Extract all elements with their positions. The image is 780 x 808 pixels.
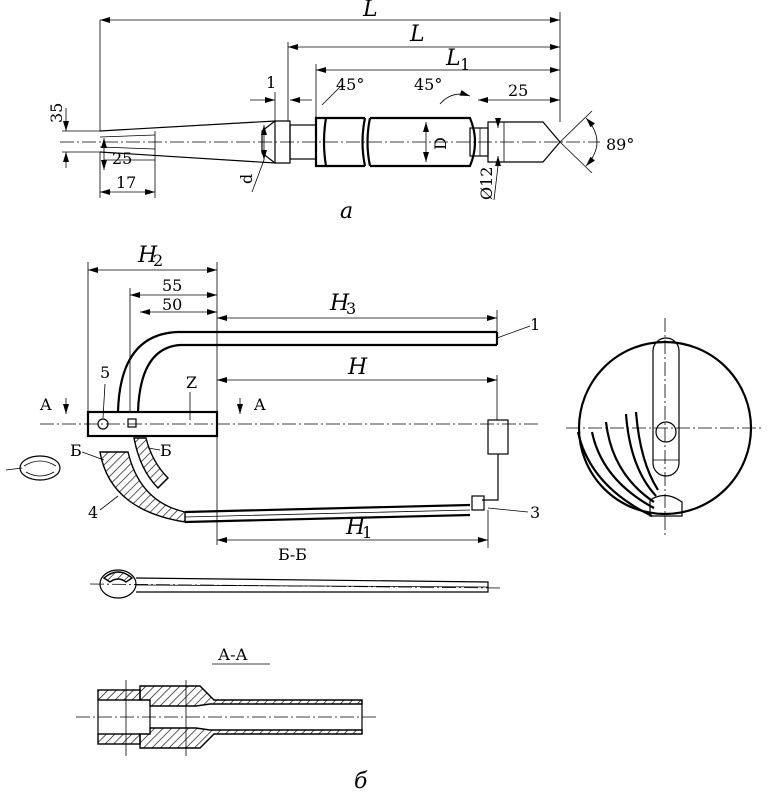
label-B-right: Б <box>160 441 172 460</box>
figure-b-apparatus: H 2 55 50 H 3 1 5 Z A A <box>6 243 540 794</box>
label-angle-45-left: 45° <box>336 75 364 94</box>
label-Z: Z <box>186 373 197 392</box>
label-dim-17: 17 <box>116 173 136 192</box>
label-L1-subscript: 1 <box>460 55 470 74</box>
label-A-right: A <box>253 395 266 414</box>
label-L-top: L <box>362 0 378 22</box>
label-H: H <box>347 355 368 380</box>
label-A-left: A <box>39 395 52 414</box>
label-dim-d: d <box>237 174 256 184</box>
label-L1: L <box>445 46 461 71</box>
label-item-4: 4 <box>88 503 98 522</box>
label-dim-25-left: 25 <box>112 149 132 168</box>
label-B-left: Б <box>70 441 82 460</box>
side-view <box>566 318 764 538</box>
label-L-mid: L <box>409 22 425 47</box>
label-H3-subscript: 3 <box>346 299 356 318</box>
label-dim-1: 1 <box>266 73 276 92</box>
label-item-1: 1 <box>530 315 540 334</box>
label-dim-50: 50 <box>162 295 182 314</box>
label-section-BB: Б-Б <box>278 545 307 564</box>
label-section-AA: А-А <box>218 645 248 664</box>
label-dim-55: 55 <box>162 276 182 295</box>
label-item-3: 3 <box>530 503 540 522</box>
figure-b-caption: б <box>354 769 368 794</box>
label-dim-25-right: 25 <box>508 81 528 100</box>
label-angle-45-right: 45° <box>414 75 442 94</box>
label-H1-subscript: 1 <box>362 523 372 542</box>
label-dim-D: D <box>431 137 450 150</box>
label-angle-89: 89° <box>606 135 634 154</box>
label-dim-35: 35 <box>47 103 66 123</box>
label-item-5: 5 <box>100 363 110 382</box>
label-dim-phi12: Ø12 <box>477 167 496 200</box>
figure-a-rod: L L L 1 1 45° 45° 25 35 25 <box>47 0 634 224</box>
label-H2-subscript: 2 <box>153 251 163 270</box>
figure-a-caption: а <box>340 199 353 224</box>
